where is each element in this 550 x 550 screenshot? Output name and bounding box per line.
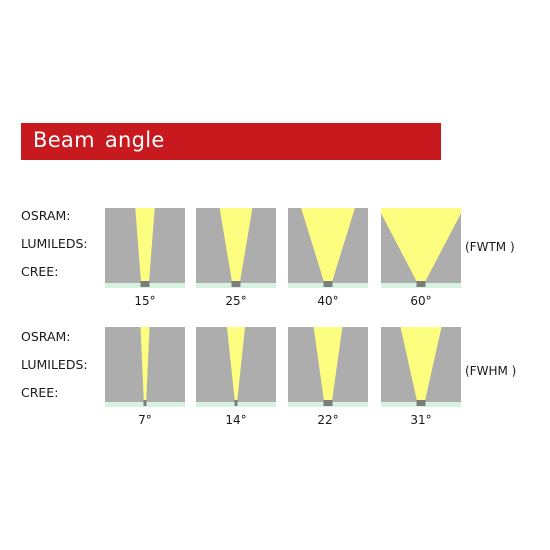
beam-diagram-60	[381, 208, 461, 288]
group-tag-fwhm: (FWHM )	[465, 364, 517, 378]
beam-cone	[381, 208, 461, 282]
beam-diagram-40	[288, 208, 368, 288]
led-emitter	[231, 281, 241, 287]
title-bar: Beam angle	[21, 123, 441, 160]
angle-label: 31°	[410, 413, 432, 427]
beam-panel	[381, 208, 461, 288]
angle-label: 7°	[138, 413, 152, 427]
brand-label-osram: OSRAM:	[21, 329, 71, 344]
beam-cone	[219, 208, 253, 282]
group-tag-fwtm: (FWTM )	[465, 240, 515, 254]
led-emitter	[140, 281, 150, 287]
brand-label-lumileds: LUMILEDS:	[21, 236, 88, 251]
beam-panel	[196, 327, 276, 407]
beam-cone	[135, 208, 155, 282]
angle-label: 40°	[317, 294, 339, 308]
beam-cone	[400, 327, 442, 401]
beam-panel	[288, 208, 368, 288]
angle-label: 25°	[225, 294, 247, 308]
beam-diagram-14	[196, 327, 276, 407]
beam-diagram-7	[105, 327, 185, 407]
page-title: Beam angle	[33, 128, 165, 152]
beam-cone	[226, 327, 246, 401]
beam-panel	[105, 208, 185, 288]
brand-label-lumileds: LUMILEDS:	[21, 357, 88, 372]
angle-label: 60°	[410, 294, 432, 308]
beam-diagram-31	[381, 327, 461, 407]
beam-diagram-15	[105, 208, 185, 288]
beam-diagram-22	[288, 327, 368, 407]
beam-panel	[196, 208, 276, 288]
led-emitter	[416, 281, 426, 287]
angle-label: 22°	[317, 413, 339, 427]
brand-label-cree: CREE:	[21, 264, 59, 279]
beam-panel	[381, 327, 461, 407]
beam-panel	[105, 327, 185, 407]
beam-cone	[313, 327, 343, 401]
beam-cone	[301, 208, 355, 282]
led-emitter	[234, 400, 238, 406]
angle-label: 15°	[134, 294, 156, 308]
brand-label-cree: CREE:	[21, 385, 59, 400]
angle-label: 14°	[225, 413, 247, 427]
led-emitter	[416, 400, 426, 406]
beam-cone	[140, 327, 150, 401]
led-emitter	[323, 281, 333, 287]
brand-label-osram: OSRAM:	[21, 208, 71, 223]
beam-panel	[288, 327, 368, 407]
led-emitter	[323, 400, 333, 406]
led-emitter	[143, 400, 147, 406]
beam-diagram-25	[196, 208, 276, 288]
